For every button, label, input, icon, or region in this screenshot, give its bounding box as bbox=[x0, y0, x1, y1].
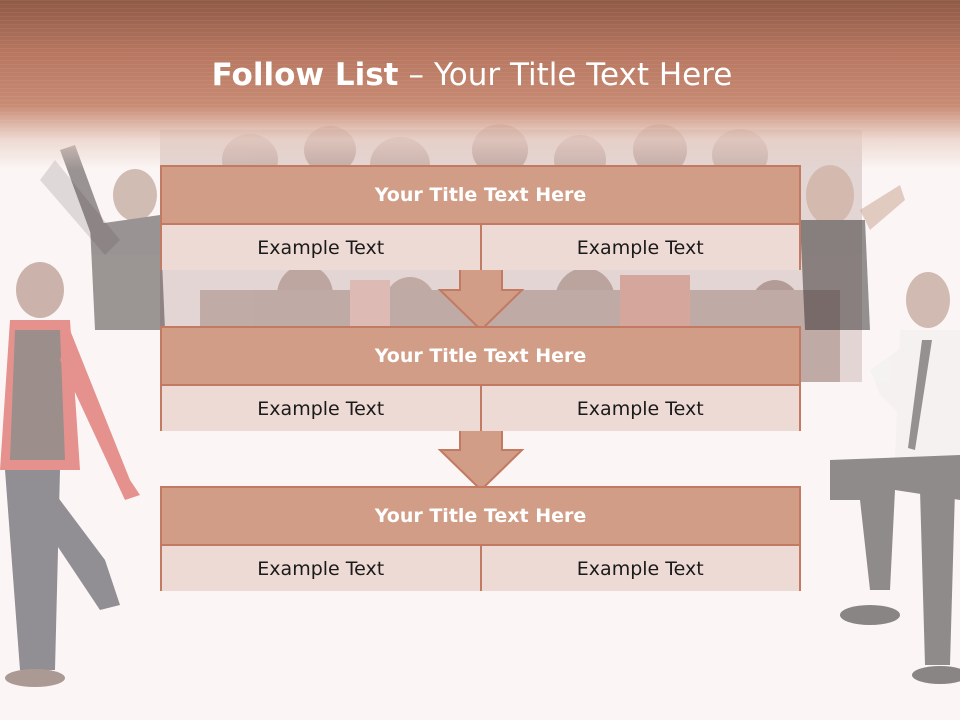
block-3-left-text: Example Text bbox=[162, 546, 482, 591]
block-2-right-text: Example Text bbox=[481, 386, 799, 431]
block-2-title: Your Title Text Here bbox=[162, 328, 799, 386]
block-3-title: Your Title Text Here bbox=[162, 488, 799, 546]
list-block-3: Your Title Text Here Example Text Exampl… bbox=[160, 486, 801, 591]
list-block-2: Your Title Text Here Example Text Exampl… bbox=[160, 326, 801, 431]
title-banner bbox=[0, 0, 960, 170]
down-arrow-2 bbox=[437, 428, 525, 492]
block-2-left-text: Example Text bbox=[162, 386, 482, 431]
slide-title-rest: Your Title Text Here bbox=[433, 57, 733, 93]
down-arrow-1 bbox=[437, 268, 525, 332]
block-1-row: Example Text Example Text bbox=[162, 225, 799, 270]
block-1-left-text: Example Text bbox=[162, 225, 482, 270]
slide-title: Follow List–Your Title Text Here bbox=[0, 55, 944, 95]
list-block-1: Your Title Text Here Example Text Exampl… bbox=[160, 165, 801, 270]
block-3-row: Example Text Example Text bbox=[162, 546, 799, 591]
block-1-title: Your Title Text Here bbox=[162, 167, 799, 225]
slide-title-separator: – bbox=[408, 57, 424, 93]
block-2-row: Example Text Example Text bbox=[162, 386, 799, 431]
title-banner-stripes bbox=[0, 0, 960, 130]
block-1-right-text: Example Text bbox=[481, 225, 799, 270]
slide-title-bold: Follow List bbox=[211, 57, 399, 93]
block-3-right-text: Example Text bbox=[481, 546, 799, 591]
